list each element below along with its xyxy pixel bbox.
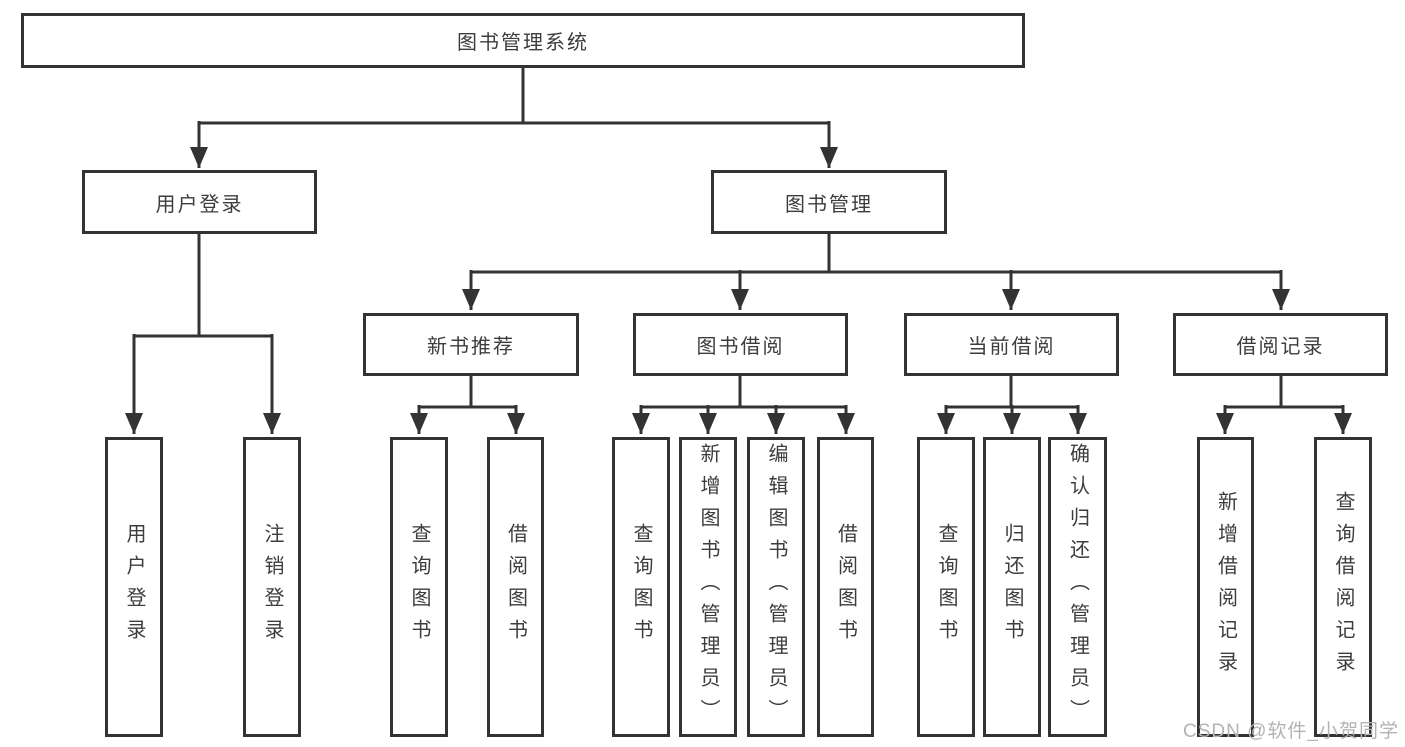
node-user-login: 用户登录	[82, 170, 317, 234]
leaf-user-login-label: 用户登录	[123, 523, 145, 651]
leaf-user-login: 用户登录	[105, 437, 163, 737]
leaf-borrow-query-books-label: 查询图书	[630, 523, 652, 651]
connectors-borrow-record-children	[1216, 374, 1352, 434]
leaf-current-query-books-label: 查询图书	[935, 523, 957, 651]
leaf-current-return-books-label: 归还图书	[1001, 523, 1023, 651]
leaf-recommend-query-books: 查询图书	[390, 437, 448, 737]
leaf-record-add-borrow-record: 新增借阅记录	[1197, 437, 1254, 737]
csdn-watermark: CSDN @软件_小贺同学	[1183, 721, 1399, 742]
node-book-management: 图书管理	[711, 170, 947, 234]
node-borrow-record: 借阅记录	[1173, 313, 1388, 376]
connectors-book-mgmt-children	[462, 232, 1290, 310]
leaf-current-return-books: 归还图书	[983, 437, 1041, 737]
connectors-current-borrow-children	[937, 374, 1087, 434]
leaf-borrow-add-books-admin-label: 新增图书（管理员）	[697, 443, 719, 731]
node-current-borrow-label: 当前借阅	[967, 336, 1056, 358]
leaf-recommend-query-books-label: 查询图书	[408, 523, 430, 651]
leaf-current-confirm-return-admin: 确认归还（管理员）	[1048, 437, 1107, 737]
leaf-record-query-borrow-record-label: 查询借阅记录	[1332, 491, 1354, 683]
connectors-new-book-rec-children	[410, 374, 525, 434]
node-current-borrow: 当前借阅	[904, 313, 1119, 376]
node-book-borrow-label: 图书借阅	[696, 336, 785, 358]
connectors-root-to-level2	[190, 68, 838, 168]
leaf-current-query-books: 查询图书	[917, 437, 975, 737]
leaf-borrow-edit-books-admin-label: 编辑图书（管理员）	[765, 443, 787, 731]
node-user-login-label: 用户登录	[155, 193, 244, 216]
leaf-recommend-borrow-books-label: 借阅图书	[504, 523, 527, 651]
node-root: 图书管理系统	[21, 13, 1025, 68]
leaf-borrow-borrow-books: 借阅图书	[817, 437, 874, 737]
node-new-book-recommend-label: 新书推荐	[427, 336, 515, 358]
node-root-label: 图书管理系统	[457, 32, 589, 54]
node-book-borrow: 图书借阅	[633, 313, 848, 376]
leaf-logout: 注销登录	[243, 437, 301, 737]
leaf-logout-label: 注销登录	[261, 523, 283, 651]
leaf-record-query-borrow-record: 查询借阅记录	[1314, 437, 1372, 737]
leaf-record-add-borrow-record-label: 新增借阅记录	[1214, 491, 1237, 683]
leaf-recommend-borrow-books: 借阅图书	[487, 437, 544, 737]
leaf-borrow-add-books-admin: 新增图书（管理员）	[679, 437, 737, 737]
leaf-borrow-borrow-books-label: 借阅图书	[834, 523, 857, 651]
connectors-user-login-children	[125, 232, 281, 434]
node-book-management-label: 图书管理	[785, 193, 873, 216]
leaf-borrow-edit-books-admin: 编辑图书（管理员）	[747, 437, 805, 737]
connectors-book-borrow-children	[632, 374, 855, 434]
node-new-book-recommend: 新书推荐	[363, 313, 579, 376]
leaf-borrow-query-books: 查询图书	[612, 437, 670, 737]
node-borrow-record-label: 借阅记录	[1236, 336, 1325, 358]
leaf-current-confirm-return-admin-label: 确认归还（管理员）	[1066, 443, 1089, 731]
